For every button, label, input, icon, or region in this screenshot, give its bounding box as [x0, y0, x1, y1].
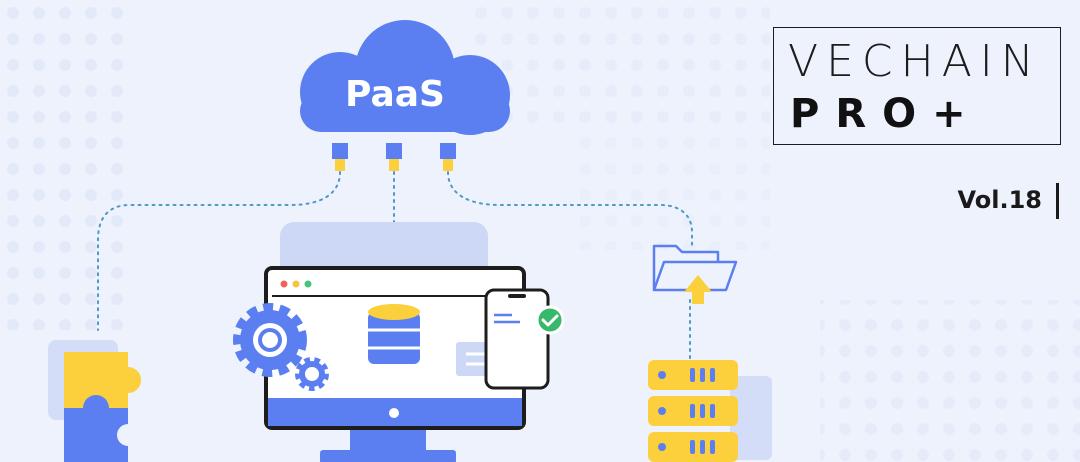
upload-arrow-icon: [684, 275, 712, 304]
gear-icon: [233, 303, 329, 391]
connection-lines: [97, 171, 693, 361]
smartphone-icon: [484, 288, 550, 390]
issue-divider: [1056, 183, 1059, 219]
cloud-icon: PaaS: [300, 20, 510, 135]
cloud-label: PaaS: [345, 74, 445, 115]
brand-title: VECHAIN: [788, 36, 1042, 87]
connector-icon: [332, 143, 456, 171]
brand-subtitle: PRO+: [790, 91, 982, 137]
check-icon: [535, 305, 565, 335]
database-icon: [368, 304, 420, 364]
folder-icon: [652, 244, 738, 292]
issue-number: Vol.18: [957, 186, 1043, 214]
server-rack-icon: [648, 360, 772, 462]
puzzle-icon: [48, 340, 141, 462]
brand-logo: VECHAIN PRO+: [773, 27, 1061, 145]
